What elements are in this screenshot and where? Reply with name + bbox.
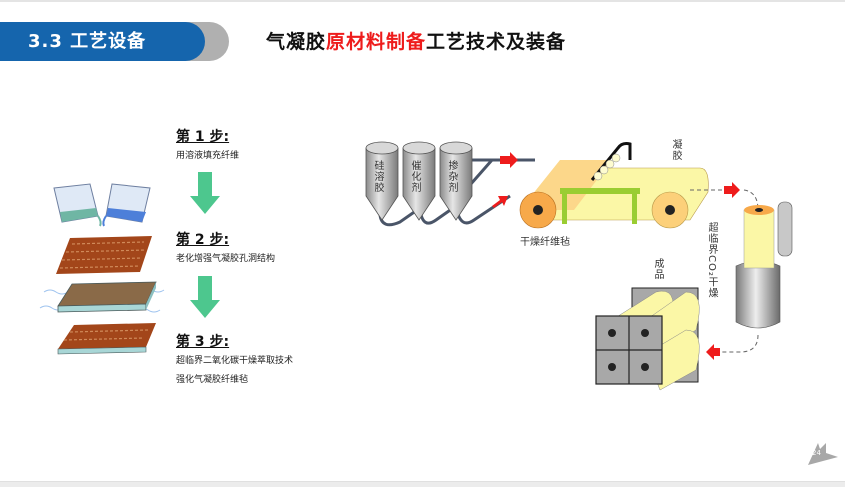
page-title: 气凝胶原材料制备工艺技术及装备 [266,27,566,54]
step-3-desc-line2: 强化气凝胶纤维毡 [176,375,249,385]
flow-arrow-icon [492,196,508,208]
flow-arrow-icon [724,182,740,198]
beaker-left-icon [53,183,102,227]
flow-arrow-icon [500,152,518,168]
gel-label: 凝胶 [670,139,681,161]
aerogel-mat-icon [57,323,156,355]
section-tab: 3.3 工艺设备 [0,22,229,61]
step-3-title: 第 3 步: [176,334,230,350]
step-1-title: 第 1 步: [176,129,230,145]
process-illustration [39,183,165,355]
dryer-label: 超临界CO₂干燥 [706,222,717,299]
beaker-right-icon [102,183,151,227]
page-number: 24 [812,449,821,457]
title-suffix: 工艺技术及装备 [426,31,567,53]
dopant-tank-icon [439,141,473,221]
flow-arrow-icon [706,344,720,360]
step-3-desc-line1: 超临界二氧化碳干燥萃取技术 [176,356,294,366]
product-label: 成品 [652,258,663,280]
fiber-mat-icon [56,236,152,274]
title-highlight: 原材料制备 [326,31,427,53]
gel-mat-icon [39,281,165,313]
co2-dryer-icon [735,201,793,329]
tank-label-catalyst: 催化剂 [409,160,420,193]
conveyor-label: 干燥纤维毡 [520,237,570,248]
down-arrow-icon [190,172,220,214]
page-badge-icon [808,443,838,465]
bottom-border [0,481,845,487]
section-label: 3.3 工艺设备 [28,31,147,52]
down-arrow-icon [190,276,220,318]
tank-label-dopant: 掺杂剂 [446,160,457,193]
top-border [0,0,845,2]
silica-sol-tank-icon [365,141,399,221]
product-block-icon [595,287,700,391]
conveyor-icon [519,142,709,229]
step-2-title: 第 2 步: [176,232,230,248]
step-2-desc: 老化增强气凝胶孔洞结构 [176,254,276,264]
title-prefix: 气凝胶 [266,31,327,53]
process-diagram [365,141,793,391]
step-1-desc: 用溶液填充纤维 [176,151,240,161]
catalyst-tank-icon [402,141,436,221]
section-tab-bg [0,22,205,61]
tank-label-silica-sol: 硅溶胶 [372,160,383,193]
